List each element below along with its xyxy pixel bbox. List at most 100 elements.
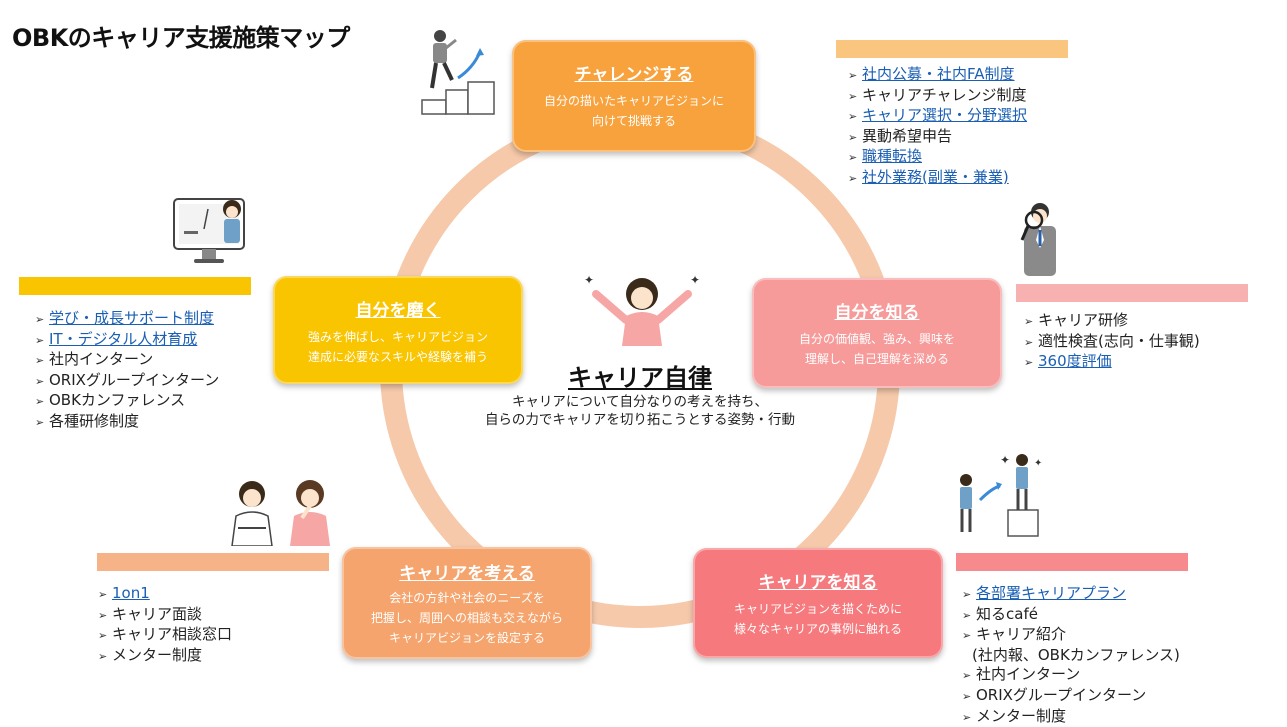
list-text: 異動希望申告 [862,126,953,145]
svg-text:✦: ✦ [690,273,700,287]
list-text: キャリア面談 [112,604,203,623]
career-desc-line1: キャリアビジョンを描くために [733,602,902,616]
list-item: ➢ 適性検査(志向・仕事観) [1024,332,1200,353]
bullet-arrow-icon: ➢ [35,354,45,368]
kangaeru-desc-line1: 会社の方針や社会のニーズを [389,591,545,605]
bullet-arrow-icon: ➢ [98,608,108,622]
list-item: ➢ キャリア面談 [98,605,232,626]
list-link[interactable]: 社外業務(副業・兼業) [862,167,1009,186]
shiru-list: ➢キャリア研修➢適性検査(志向・仕事観)➢360度評価 [1024,311,1200,373]
career-box[interactable]: キャリアを知る キャリアビジョンを描くために 様々なキャリアの事例に触れる [693,548,943,658]
list-link[interactable]: キャリア選択・分野選択 [862,106,1028,125]
kangaeru-desc-line3: キャリアビジョンを設定する [388,631,545,645]
bullet-arrow-icon: ➢ [35,395,45,409]
challenge-desc-line2: 向けて挑戦する [591,114,676,128]
list-text: キャリア相談窓口 [112,625,233,644]
kangaeru-box[interactable]: キャリアを考える 会社の方針や社会のニーズを 把握し、周囲への相談も交えながら … [342,547,592,659]
list-item[interactable]: ➢ IT・デジタル人材育成 [35,330,219,351]
bullet-arrow-icon: ➢ [962,588,972,601]
career-title[interactable]: キャリアを知る [758,573,878,593]
bullet-arrow-icon: ➢ [35,333,45,347]
bullet-arrow-icon: ➢ [848,151,858,165]
list-item: ➢ OBKカンファレンス [35,391,219,412]
kangaeru-title[interactable]: キャリアを考える [399,564,535,584]
bullet-arrow-icon: ➢ [35,374,45,388]
list-item: ➢各種研修制度 [35,412,219,433]
list-link[interactable]: 社内公募・社内FA制度 [862,65,1015,83]
list-item[interactable]: ➢キャリア選択・分野選択 [848,106,1027,127]
bullet-arrow-icon: ➢ [35,415,45,429]
migaku-title[interactable]: 自分を磨く [355,301,441,321]
list-link[interactable]: IT・デジタル人材育成 [49,329,198,348]
career-desc: キャリアビジョンを描くために 様々なキャリアの事例に触れる [693,599,943,639]
svg-text:✦: ✦ [1034,458,1042,469]
list-item[interactable]: ➢ 社外業務(副業・兼業) [848,168,1027,189]
list-item: ➢ 知るcafé [962,605,1180,626]
migaku-list-bar [19,277,251,295]
kangaeru-desc-line2: 把握し、周囲への相談も交えながら [370,611,563,625]
kangaeru-list-bar [97,553,329,571]
list-text: 社内インターン [49,350,154,369]
list-link[interactable]: 360度評価 [1038,352,1112,371]
center-block: キャリア自律 キャリアについて自分なりの考えを持ち、 自らの力でキャリアを切り拓… [460,280,820,429]
list-text: OBKカンファレンス [49,391,186,410]
challenge-box[interactable]: チャレンジする 自分の描いたキャリアビジョンに 向けて挑戦する [512,40,756,152]
migaku-box[interactable]: 自分を磨く 強みを伸ばし、キャリアビジョン 達成に必要なスキルや経験を補う [273,276,523,384]
svg-text:✦: ✦ [584,273,594,287]
center-desc-line2: 自らの力でキャリアを切り拓こうとする姿勢・行動 [484,412,796,428]
list-item: ➢キャリアチャレンジ制度 [848,86,1027,107]
list-link[interactable]: 各部署キャリアプラン [976,584,1127,602]
bullet-arrow-icon: ➢ [1024,315,1034,328]
bullet-arrow-icon: ➢ [962,689,972,703]
list-item: ➢社内インターン [962,665,1180,686]
shiru-title[interactable]: 自分を知る [834,303,920,323]
career-list: ➢ 各部署キャリアプラン ➢ 知るcafé ➢ キャリア紹介 (社内報、OBKカンファレンス… [962,584,1180,727]
kangaeru-list: ➢1on1➢ キャリア面談➢ キャリア相談窓口 ➢メンター制度 [98,584,232,666]
bullet-arrow-icon: ➢ [962,608,972,622]
list-text: メンター制度 [976,706,1067,725]
list-item: ➢ 異動希望申告 [848,127,1027,148]
challenge-list: ➢社内公募・社内FA制度➢キャリアチャレンジ制度➢キャリア選択・分野選択➢異動希… [848,65,1027,189]
list-item: ➢ ORIXグループインターン [962,686,1180,707]
bullet-arrow-icon: ➢ [848,130,858,144]
list-item[interactable]: ➢ 社内公募・社内FA制度 [848,65,1027,86]
page-title: OBKのキャリア支援施策マップ [12,24,350,52]
migaku-desc-line2: 達成に必要なスキルや経験を補う [307,350,488,364]
list-text: メンター制度 [112,645,203,664]
cheering-person-icon: ✦ ✦ [584,273,700,346]
list-item: ➢ キャリア紹介 [962,625,1180,646]
list-item: ➢メンター制度 [98,646,232,667]
bullet-arrow-icon: ➢ [848,69,858,82]
list-text: ORIXグループインターン [976,685,1147,704]
bullet-arrow-icon: ➢ [962,629,972,643]
bullet-arrow-icon: ➢ [848,171,858,185]
list-item: (社内報、OBKカンファレンス) [962,646,1180,666]
bullet-arrow-icon: ➢ [1024,335,1034,349]
list-item: ➢メンター制度 [962,707,1180,727]
shiru-list-bar [1016,284,1248,302]
list-link[interactable]: 職種転換 [862,147,923,166]
list-text: キャリア紹介 [976,625,1067,644]
migaku-list: ➢学び・成長サポート制度➢IT・デジタル人材育成➢社内インターン➢ORIXグルー… [35,309,219,433]
list-text: 適性検査(志向・仕事観) [1038,331,1200,350]
kangaeru-desc: 会社の方針や社会のニーズを 把握し、周囲への相談も交えながら キャリアビジョンを… [342,588,592,648]
challenge-desc: 自分の描いたキャリアビジョンに 向けて挑戦する [512,91,756,131]
center-title: キャリア自律 [568,364,712,392]
list-item[interactable]: ➢ 各部署キャリアプラン [962,584,1180,605]
center-desc-line1: キャリアについて自分なりの考えを持ち、 [511,394,769,410]
bullet-arrow-icon: ➢ [1024,356,1034,370]
challenge-title[interactable]: チャレンジする [574,65,694,85]
shiru-box[interactable]: 自分を知る 自分の価値観、強み、興味を 理解し、自己理解を深める [752,278,1002,388]
list-item[interactable]: ➢学び・成長サポート制度 [35,309,219,330]
list-link[interactable]: 1on1 [112,584,150,602]
career-desc-line2: 様々なキャリアの事例に触れる [733,622,902,636]
list-item[interactable]: ➢ 360度評価 [1024,352,1200,373]
list-item[interactable]: ➢ 職種転換 [848,147,1027,168]
list-text: ORIXグループインターン [49,370,220,389]
people-podium-icon: ✦ ✦ [960,453,1042,537]
migaku-desc-line1: 強みを伸ばし、キャリアビジョン [307,330,488,344]
list-item[interactable]: ➢1on1 [98,584,232,605]
two-people-icon [231,480,330,546]
list-text: 知るcafé [976,604,1038,623]
list-link[interactable]: 学び・成長サポート制度 [49,309,215,327]
